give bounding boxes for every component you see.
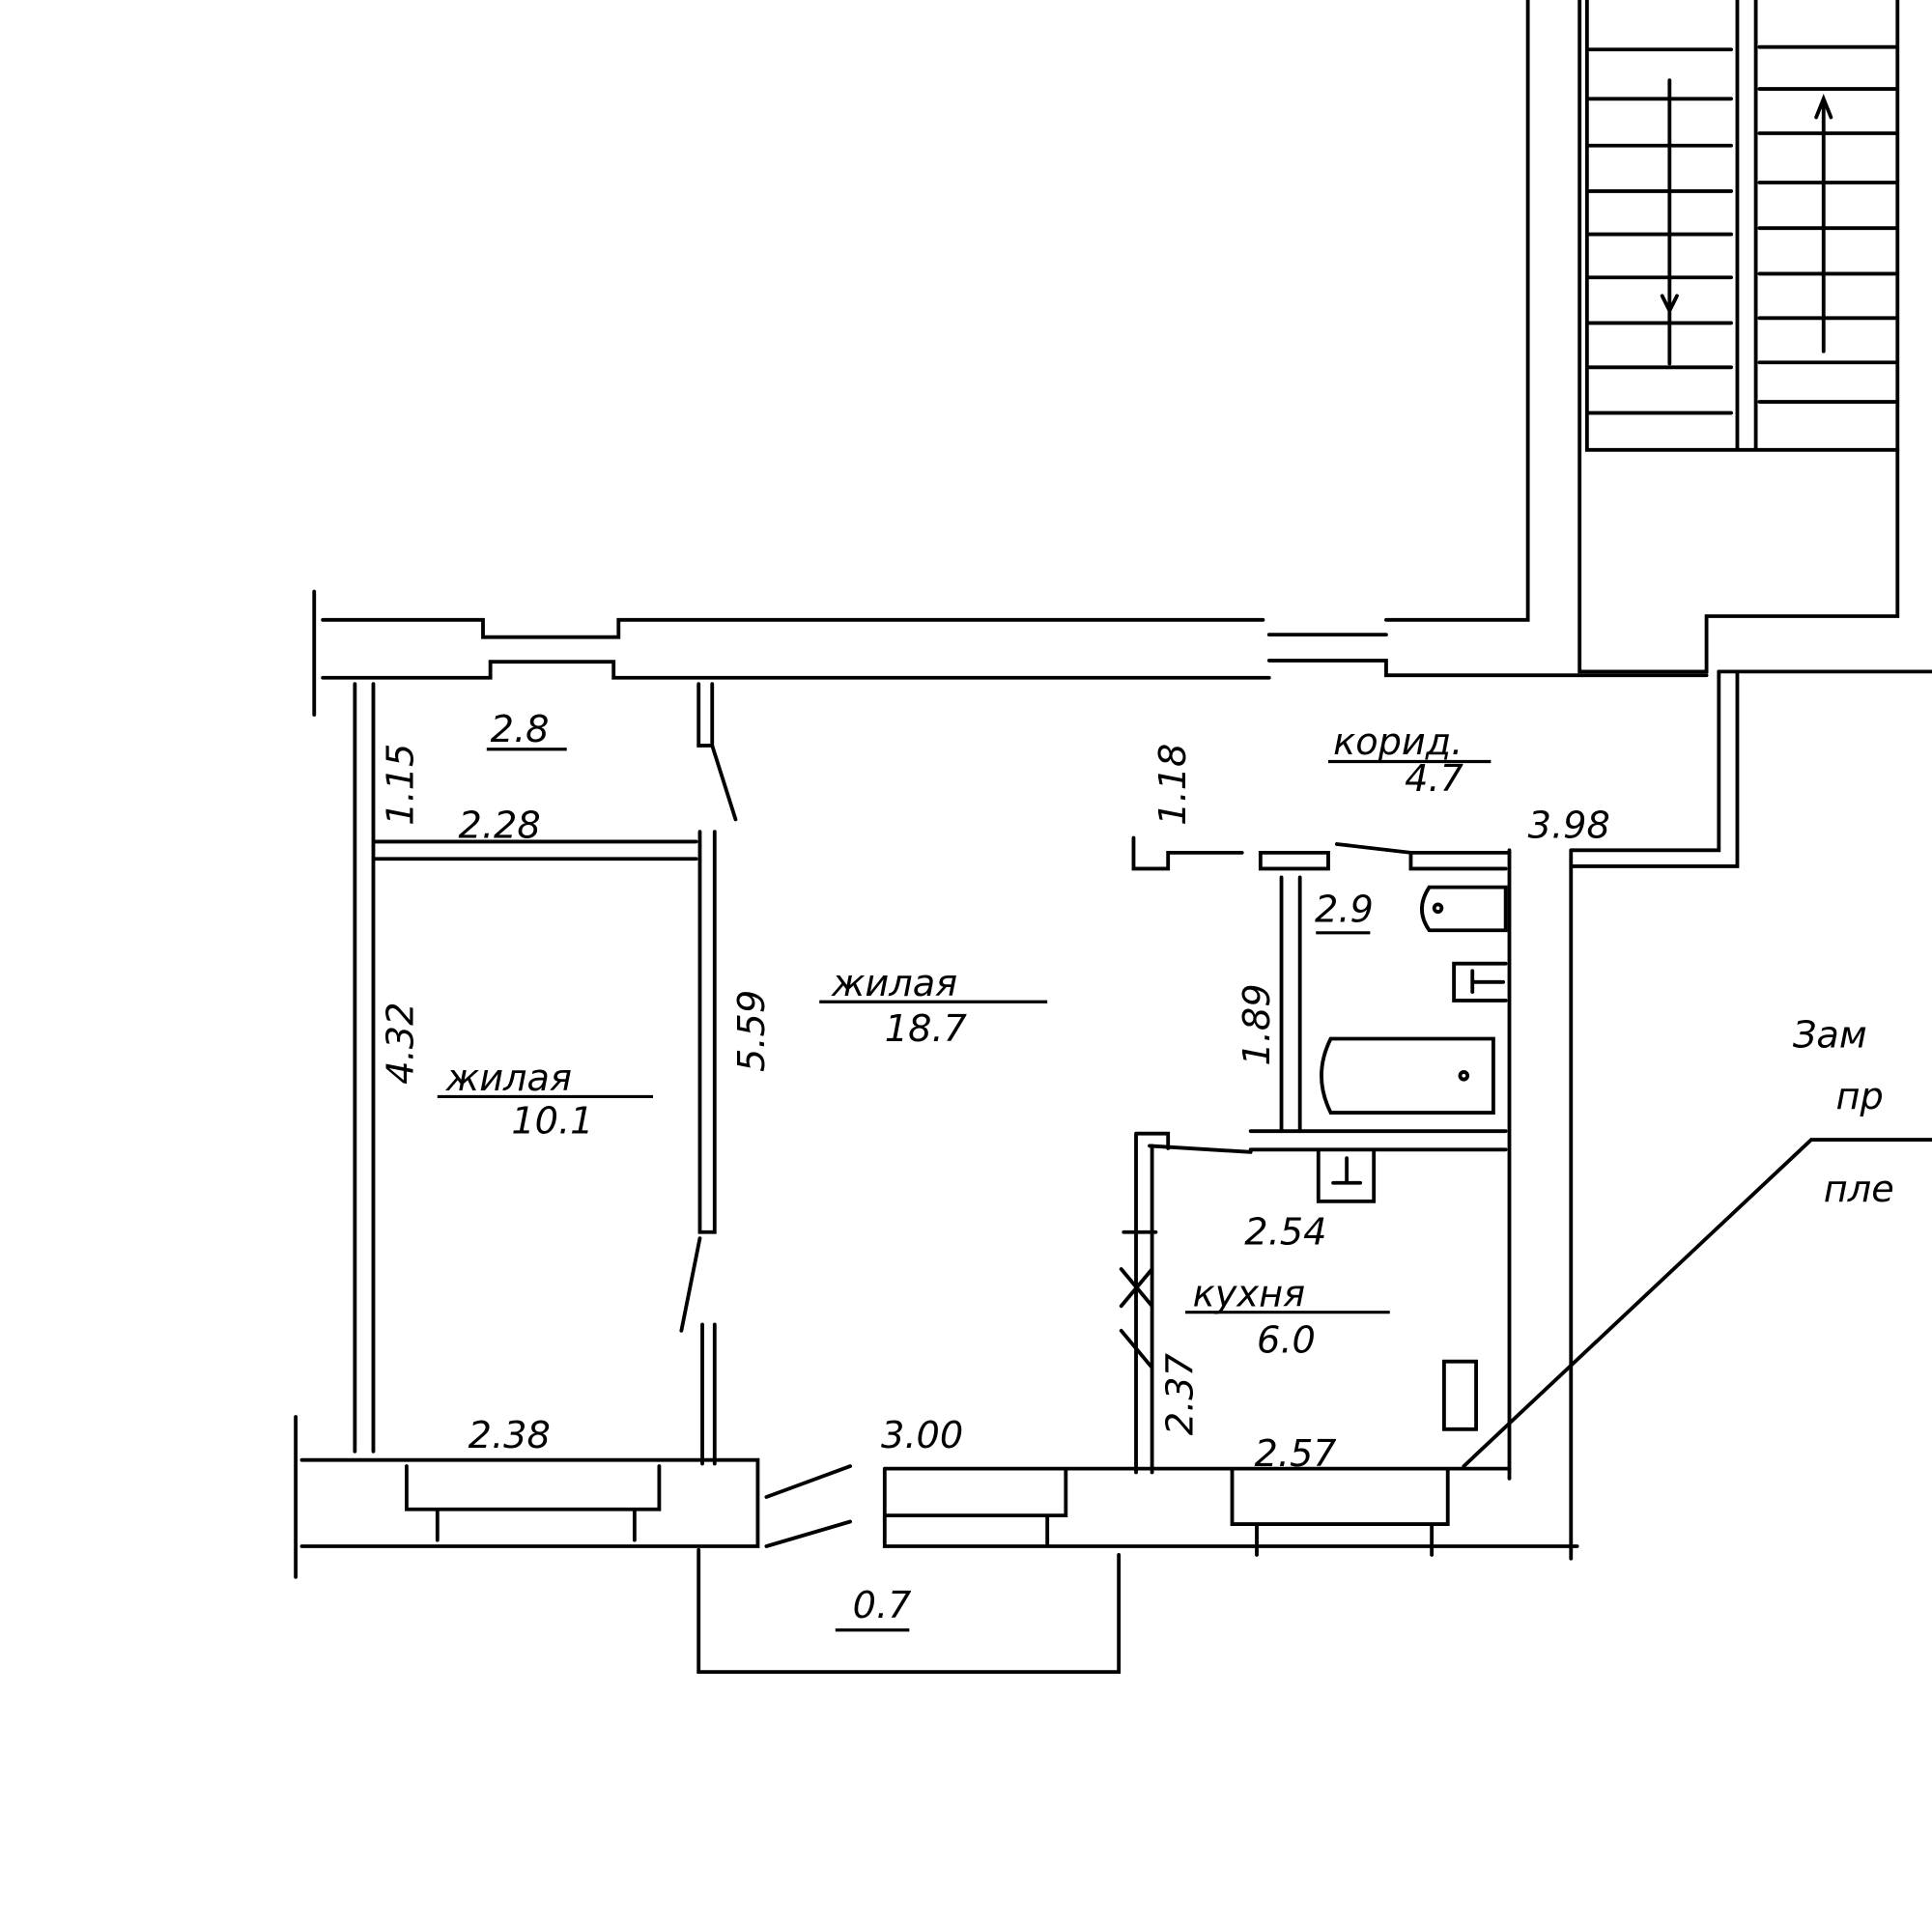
dim-label: 2.57 <box>1254 1432 1336 1476</box>
dim-label: 4.32 <box>379 1003 422 1085</box>
dim-label: 2.8 <box>491 708 550 751</box>
room-name: жилая <box>831 962 957 1005</box>
room-area: 4.7 <box>1405 757 1463 801</box>
walls <box>294 0 1932 1675</box>
dim-label: 2.38 <box>469 1414 551 1457</box>
bathtub-icon <box>1320 1036 1495 1115</box>
toilet-icon <box>1452 961 1508 1003</box>
room-area: 10.1 <box>511 1100 593 1144</box>
dim-label: 1.89 <box>1236 983 1279 1065</box>
room-area: 18.7 <box>885 1007 967 1051</box>
gas-line <box>1119 1229 1158 1370</box>
dim-label: 2.28 <box>458 805 540 848</box>
stove-icon <box>1316 1149 1377 1203</box>
room-name: жилая <box>445 1057 572 1100</box>
note-line-3: пле <box>1824 1168 1894 1211</box>
dim-label: 2.37 <box>1159 1353 1203 1435</box>
note-line-2: пр <box>1836 1075 1884 1118</box>
balcony <box>696 1547 1122 1675</box>
meter-icon <box>1441 1138 1932 1469</box>
room-name: кухня <box>1193 1272 1305 1315</box>
room-area: 0.7 <box>853 1584 912 1627</box>
note-line-1: Зам <box>1793 1013 1867 1057</box>
dim-label: 2.54 <box>1244 1211 1326 1255</box>
room-area: 6.0 <box>1257 1319 1316 1363</box>
stair-treads <box>1587 44 1897 415</box>
dim-label: 3.00 <box>881 1414 963 1457</box>
sink-icon <box>1420 885 1508 933</box>
labels: 2.8 1.15 2.28 4.32 5.59 1.18 3.98 1.89 2… <box>379 708 1894 1632</box>
dim-label: 1.15 <box>379 744 422 826</box>
stair-arrow-down <box>1660 78 1679 366</box>
room-area: 2.9 <box>1315 888 1374 931</box>
dim-label: 3.98 <box>1528 805 1610 848</box>
room-name: корид. <box>1333 720 1463 764</box>
stair-arrow-up <box>1814 94 1833 353</box>
dim-label: 5.59 <box>730 990 774 1072</box>
dim-label: 1.18 <box>1151 744 1195 826</box>
door-swing <box>679 744 738 1333</box>
